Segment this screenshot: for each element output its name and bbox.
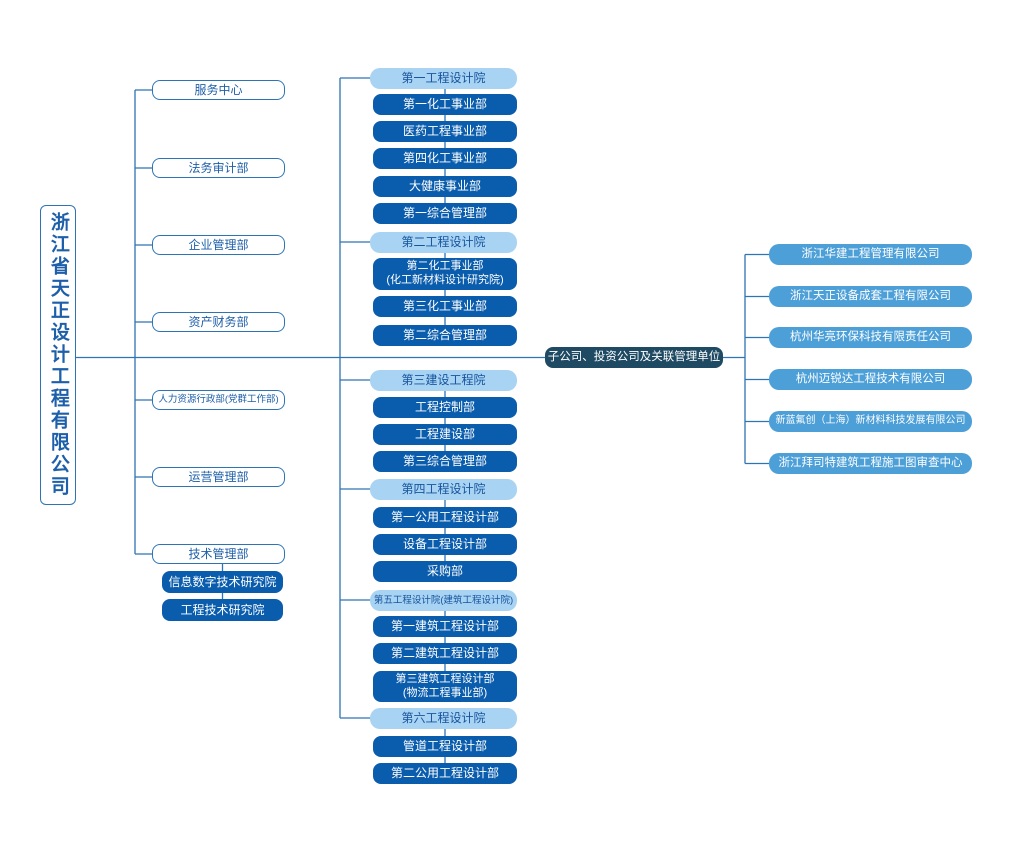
institute-dept-node: 第四化工事业部 (373, 148, 517, 169)
institute-header-node: 第三建设工程院 (370, 370, 517, 391)
functional-dept-node: 技术管理部 (152, 544, 285, 564)
functional-dept-node: 企业管理部 (152, 235, 285, 255)
institute-dept-node: 第二化工事业部 (化工新材料设计研究院) (373, 258, 517, 290)
institute-dept-node: 工程建设部 (373, 424, 517, 445)
institute-dept-node: 医药工程事业部 (373, 121, 517, 142)
subsidiary-node: 浙江天正设备成套工程有限公司 (769, 286, 972, 307)
subsidiary-node: 杭州华亮环保科技有限责任公司 (769, 327, 972, 348)
institute-dept-node: 第一公用工程设计部 (373, 507, 517, 528)
functional-dept-node: 资产财务部 (152, 312, 285, 332)
institute-dept-node: 第二建筑工程设计部 (373, 643, 517, 664)
institute-dept-node: 第二公用工程设计部 (373, 763, 517, 784)
institute-dept-node: 第一综合管理部 (373, 203, 517, 224)
institute-dept-node: 管道工程设计部 (373, 736, 517, 757)
functional-dept-node: 人力资源行政部(党群工作部) (152, 390, 285, 410)
subsidiary-node: 浙江华建工程管理有限公司 (769, 244, 972, 265)
institute-dept-node: 采购部 (373, 561, 517, 582)
institute-dept-node: 第二综合管理部 (373, 325, 517, 346)
institute-header-node: 第四工程设计院 (370, 479, 517, 500)
institute-header-node: 第二工程设计院 (370, 232, 517, 253)
functional-dept-node: 运营管理部 (152, 467, 285, 487)
company-title-box: 浙江省天正设计工程有限公司 (40, 205, 76, 505)
institute-dept-node: 第三建筑工程设计部 (物流工程事业部) (373, 671, 517, 702)
institute-header-node: 第五工程设计院(建筑工程设计院) (370, 590, 517, 611)
institute-header-node: 第六工程设计院 (370, 708, 517, 729)
institute-dept-node: 设备工程设计部 (373, 534, 517, 555)
research-institute-node: 信息数字技术研究院 (162, 571, 283, 593)
institute-header-node: 第一工程设计院 (370, 68, 517, 89)
institute-dept-node: 第三化工事业部 (373, 296, 517, 317)
subsidiaries-group-label-node: 子公司、投资公司及关联管理单位 (545, 347, 723, 368)
institute-dept-node: 大健康事业部 (373, 176, 517, 197)
subsidiary-node: 浙江拜司特建筑工程施工图审查中心 (769, 453, 972, 474)
subsidiary-node: 杭州迈锐达工程技术有限公司 (769, 369, 972, 390)
institute-dept-node: 第三综合管理部 (373, 451, 517, 472)
functional-dept-node: 服务中心 (152, 80, 285, 100)
research-institute-node: 工程技术研究院 (162, 599, 283, 621)
functional-dept-node: 法务审计部 (152, 158, 285, 178)
institute-dept-node: 工程控制部 (373, 397, 517, 418)
institute-dept-node: 第一建筑工程设计部 (373, 616, 517, 637)
subsidiary-node: 新蓝氟创（上海）新材料科技发展有限公司 (769, 411, 972, 432)
institute-dept-node: 第一化工事业部 (373, 94, 517, 115)
